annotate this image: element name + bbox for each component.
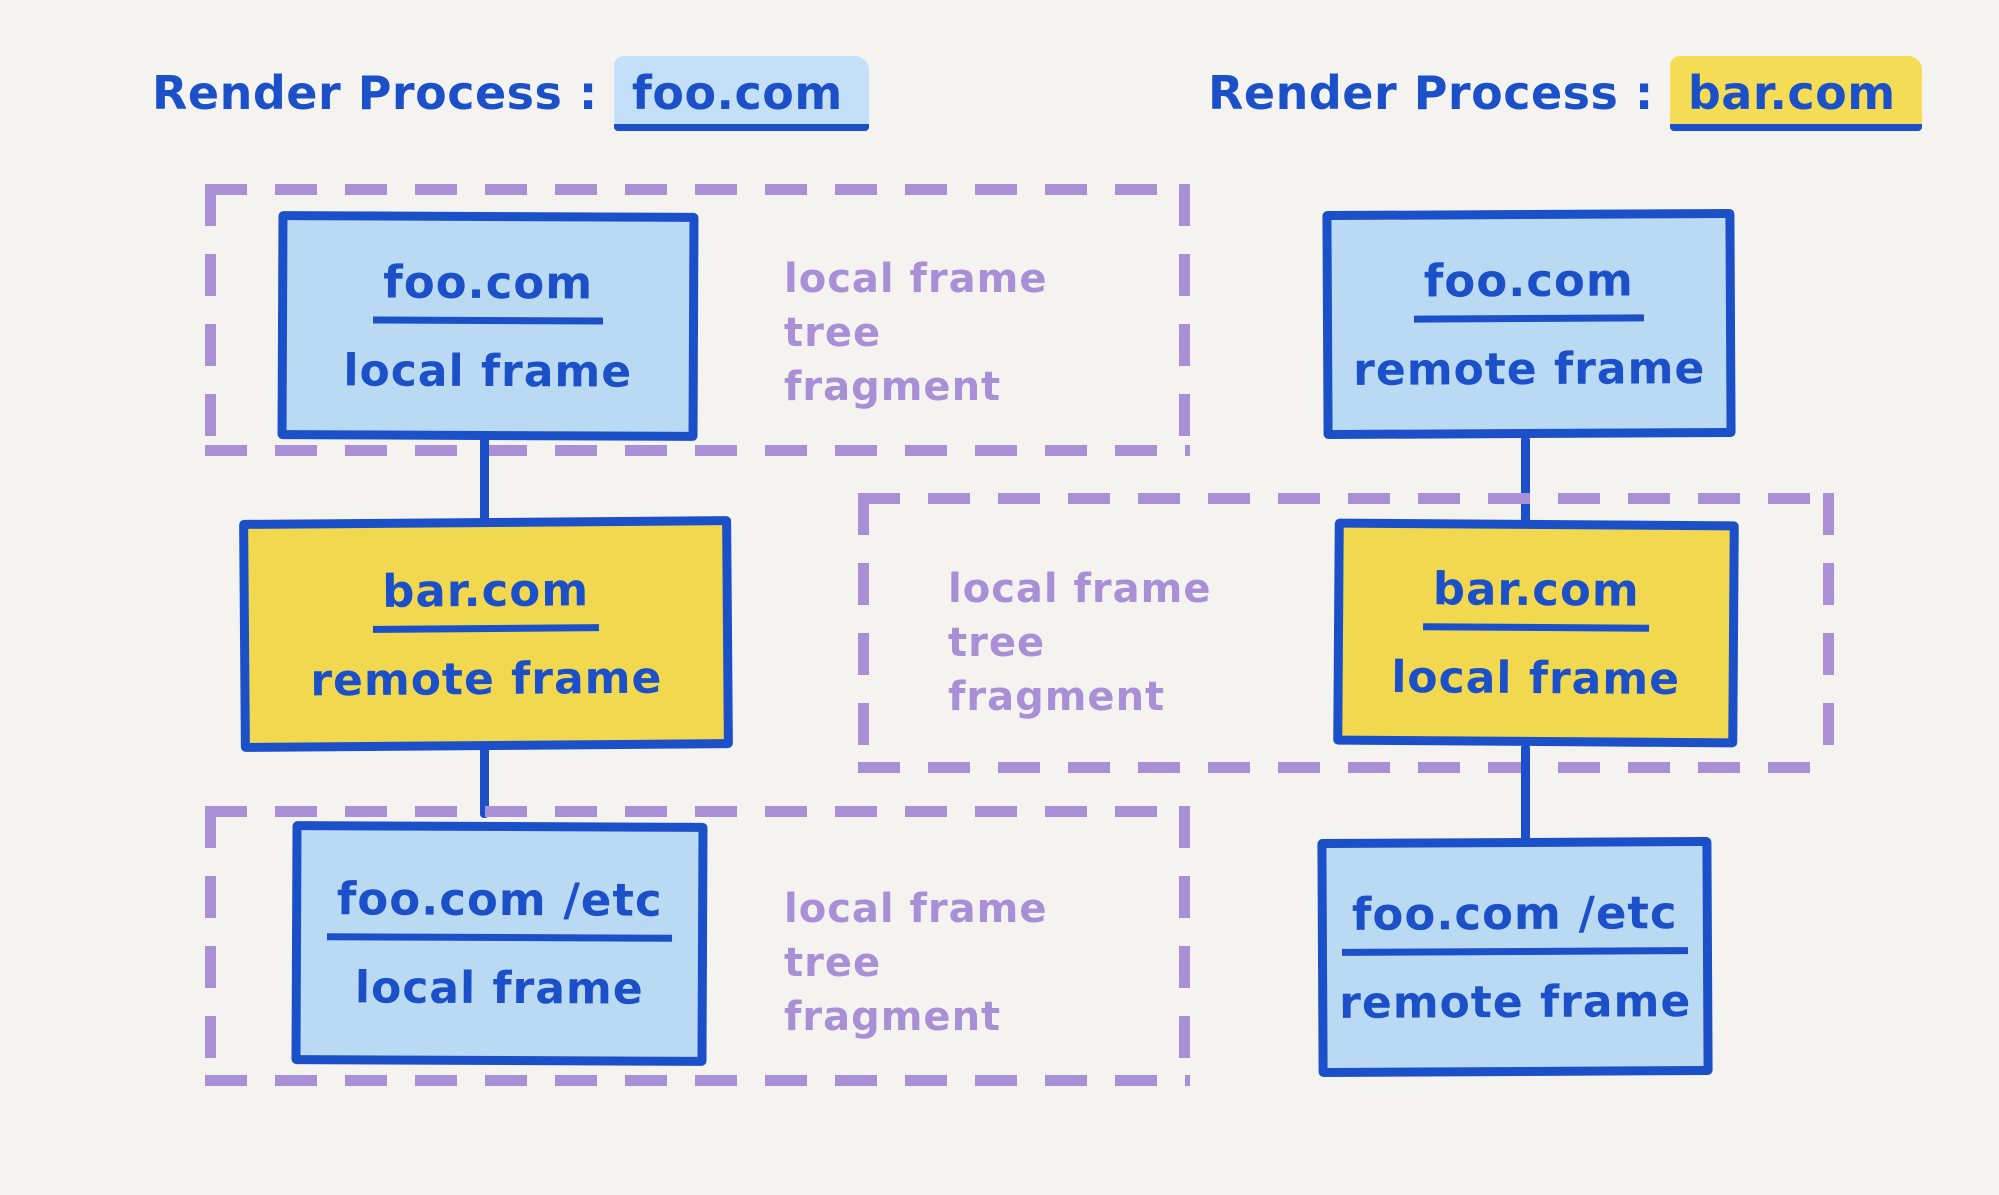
right-middle-node-kind: local frame <box>1391 651 1681 705</box>
left-root-node-domain: foo.com <box>373 254 604 325</box>
left-root-node-kind: local frame <box>343 344 633 398</box>
right-process-title-domain: bar.com <box>1669 56 1922 131</box>
right-process-title-prefix: Render Process : <box>1208 66 1654 120</box>
left-process-title-prefix: Render Process : <box>152 66 598 120</box>
right-root-node-kind: remote frame <box>1353 342 1706 396</box>
right-process-title: Render Process : bar.com <box>1208 56 1922 131</box>
left-process-title: Render Process : foo.com <box>152 56 869 131</box>
right-leaf-node: foo.com /etc remote frame <box>1317 836 1713 1078</box>
left-leaf-fragment-label: local frame tree fragment <box>784 886 1048 1040</box>
right-root-node-domain: foo.com <box>1413 252 1644 323</box>
right-leaf-node-domain: foo.com /etc <box>1341 885 1688 956</box>
left-leaf-node-kind: local frame <box>354 962 644 1015</box>
left-leaf-node: foo.com /etc local frame <box>291 821 708 1066</box>
left-leaf-node-domain: foo.com /etc <box>326 872 673 942</box>
left-root-fragment-label: local frame tree fragment <box>784 256 1048 410</box>
right-root-node: foo.com remote frame <box>1322 208 1736 440</box>
left-middle-node-kind: remote frame <box>310 652 663 706</box>
right-middle-fragment-label: local frame tree fragment <box>948 566 1212 720</box>
right-middle-node-domain: bar.com <box>1422 561 1650 632</box>
right-connector-middle-leaf <box>1521 744 1530 842</box>
left-root-node: foo.com local frame <box>277 211 699 441</box>
right-connector-root-middle <box>1521 436 1530 528</box>
right-middle-node: bar.com local frame <box>1333 518 1739 748</box>
left-middle-node-domain: bar.com <box>371 562 600 633</box>
left-connector-middle-leaf <box>480 746 489 818</box>
right-leaf-node-kind: remote frame <box>1339 975 1692 1029</box>
left-connector-root-middle <box>480 436 489 524</box>
left-middle-node: bar.com remote frame <box>239 516 733 752</box>
left-process-title-domain: foo.com <box>613 56 869 131</box>
